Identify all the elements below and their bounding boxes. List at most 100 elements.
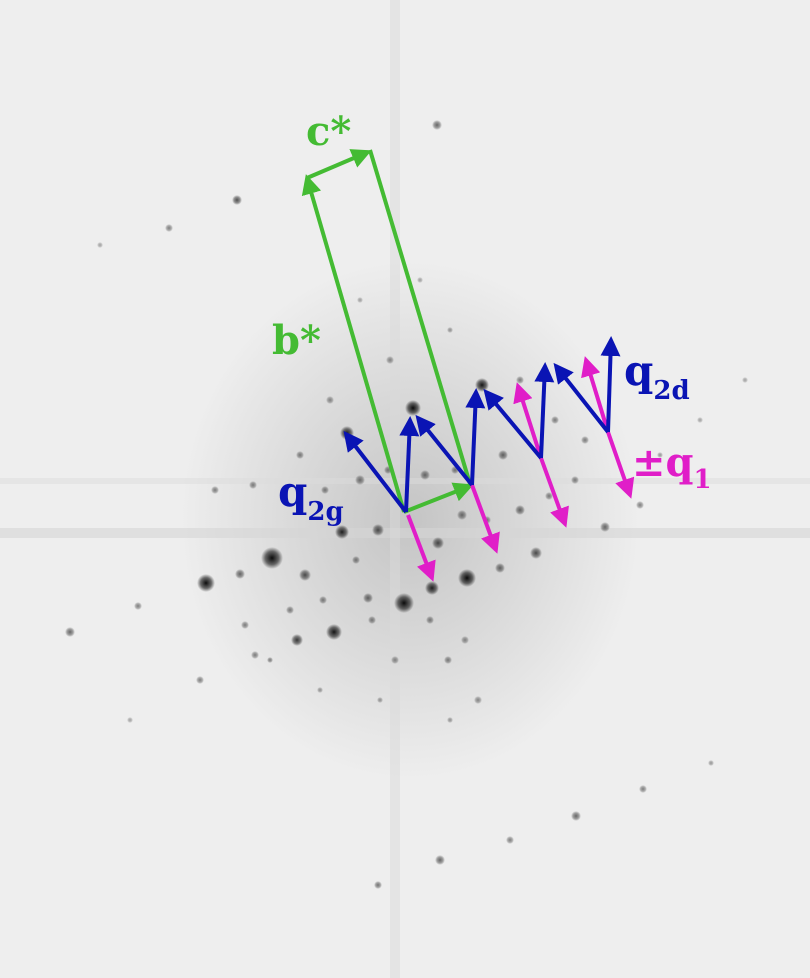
diffraction-spot bbox=[357, 297, 363, 303]
diffraction-spot bbox=[639, 785, 647, 793]
diffraction-spot bbox=[405, 400, 421, 416]
q1-label: ±q1 bbox=[632, 439, 712, 495]
diffraction-spot bbox=[530, 547, 542, 559]
diffraction-spot bbox=[286, 606, 294, 614]
q2-vectors bbox=[343, 336, 621, 514]
diffraction-spot bbox=[197, 574, 215, 592]
diffraction-spot bbox=[551, 416, 559, 424]
diffraction-spot bbox=[571, 811, 581, 821]
diffraction-spot bbox=[447, 717, 453, 723]
reciprocal-axes bbox=[301, 149, 474, 514]
diffraction-spot bbox=[299, 569, 311, 581]
diffraction-spot bbox=[391, 656, 399, 664]
q2d-arrow bbox=[600, 336, 621, 433]
diffraction-spot bbox=[432, 537, 444, 549]
q1-vectors bbox=[406, 356, 635, 582]
diffraction-spot bbox=[447, 327, 453, 333]
diffraction-spot bbox=[444, 656, 452, 664]
diffraction-spot bbox=[368, 616, 376, 624]
diffraction-spot bbox=[134, 602, 142, 610]
diffraction-spot bbox=[386, 356, 394, 364]
diffraction-spot bbox=[697, 417, 703, 423]
diffraction-spot bbox=[461, 636, 469, 644]
b-star-arrow bbox=[301, 174, 406, 513]
diffraction-spot bbox=[326, 396, 334, 404]
horizontal-streak bbox=[0, 528, 810, 538]
q2g-arrow bbox=[343, 430, 408, 514]
diffraction-spot bbox=[708, 760, 714, 766]
diffraction-spot bbox=[545, 492, 553, 500]
diffraction-spot bbox=[571, 476, 579, 484]
diffraction-spot bbox=[581, 436, 589, 444]
diffraction-spot bbox=[457, 510, 467, 520]
diffraction-spot bbox=[495, 563, 505, 573]
vertical-streak bbox=[390, 0, 400, 978]
diffraction-spot bbox=[657, 452, 663, 458]
diffraction-spot bbox=[515, 505, 525, 515]
diffraction-spots bbox=[65, 120, 748, 889]
diffraction-spot bbox=[235, 569, 245, 579]
diffraction-spot bbox=[636, 501, 644, 509]
diffraction-spot bbox=[127, 717, 133, 723]
diffraction-spot bbox=[420, 470, 430, 480]
diffraction-spot bbox=[317, 687, 323, 693]
diffraction-spot bbox=[516, 376, 524, 384]
diffraction-spot bbox=[355, 475, 365, 485]
c-star-arrow-top bbox=[306, 149, 372, 180]
q1-arrow-3 bbox=[539, 457, 569, 528]
diffraction-spot bbox=[474, 696, 482, 704]
diffraction-spot bbox=[435, 855, 445, 865]
diffraction-spot bbox=[394, 593, 414, 613]
diffraction-spot bbox=[65, 627, 75, 637]
diffraction-spot bbox=[425, 581, 439, 595]
diffraction-spot bbox=[742, 377, 748, 383]
q1-arrow-up-1 bbox=[513, 382, 543, 459]
diffraction-spot bbox=[352, 556, 360, 564]
b-star-label: b* bbox=[272, 317, 321, 364]
diffraction-spot bbox=[321, 486, 329, 494]
q2d-label: q2d bbox=[624, 346, 690, 406]
diffraction-spot bbox=[458, 569, 476, 587]
diffraction-spot bbox=[374, 881, 382, 889]
diffraction-spot bbox=[417, 277, 423, 283]
diffraction-spot bbox=[319, 596, 327, 604]
c-star-label: c* bbox=[306, 108, 351, 155]
q2-diagonal-3 bbox=[553, 362, 610, 434]
q2-vertical-1 bbox=[399, 416, 420, 513]
diffraction-spot bbox=[211, 486, 219, 494]
diffraction-spot bbox=[241, 621, 249, 629]
diffraction-spot bbox=[498, 450, 508, 460]
diffraction-spot bbox=[363, 593, 373, 603]
diffraction-spot bbox=[296, 451, 304, 459]
diffraction-spot bbox=[165, 224, 173, 232]
q1-arrow-4 bbox=[606, 431, 635, 499]
diffraction-spot bbox=[267, 657, 273, 663]
diffraction-spot bbox=[335, 525, 349, 539]
q2-diagonal-2 bbox=[483, 388, 543, 460]
c-star-arrow-bottom bbox=[403, 482, 474, 514]
diffraction-spot bbox=[249, 481, 257, 489]
diffraction-spot bbox=[251, 651, 259, 659]
cell-edge-right bbox=[368, 149, 472, 485]
diffraction-spot bbox=[97, 242, 103, 248]
q1-arrow-up-2 bbox=[581, 356, 610, 433]
q2-diagonal-1 bbox=[415, 414, 474, 487]
q2g-label: q2g bbox=[278, 467, 344, 527]
diffraction-spot bbox=[196, 676, 204, 684]
diffraction-spot bbox=[432, 120, 442, 130]
diffraction-spot bbox=[232, 195, 242, 205]
diffraction-spot bbox=[600, 522, 610, 532]
horizontal-streak-2 bbox=[0, 478, 810, 484]
diffraction-spot bbox=[326, 624, 342, 640]
q2-vertical-3 bbox=[534, 362, 555, 459]
diffraction-spot bbox=[291, 634, 303, 646]
diffraction-spot bbox=[377, 697, 383, 703]
q1-arrow-1 bbox=[406, 514, 436, 582]
diffraction-spot bbox=[475, 378, 489, 392]
diffraction-spot bbox=[506, 836, 514, 844]
diffraction-spot bbox=[426, 616, 434, 624]
diffraction-spot bbox=[261, 547, 283, 569]
diffraction-spot bbox=[372, 524, 384, 536]
